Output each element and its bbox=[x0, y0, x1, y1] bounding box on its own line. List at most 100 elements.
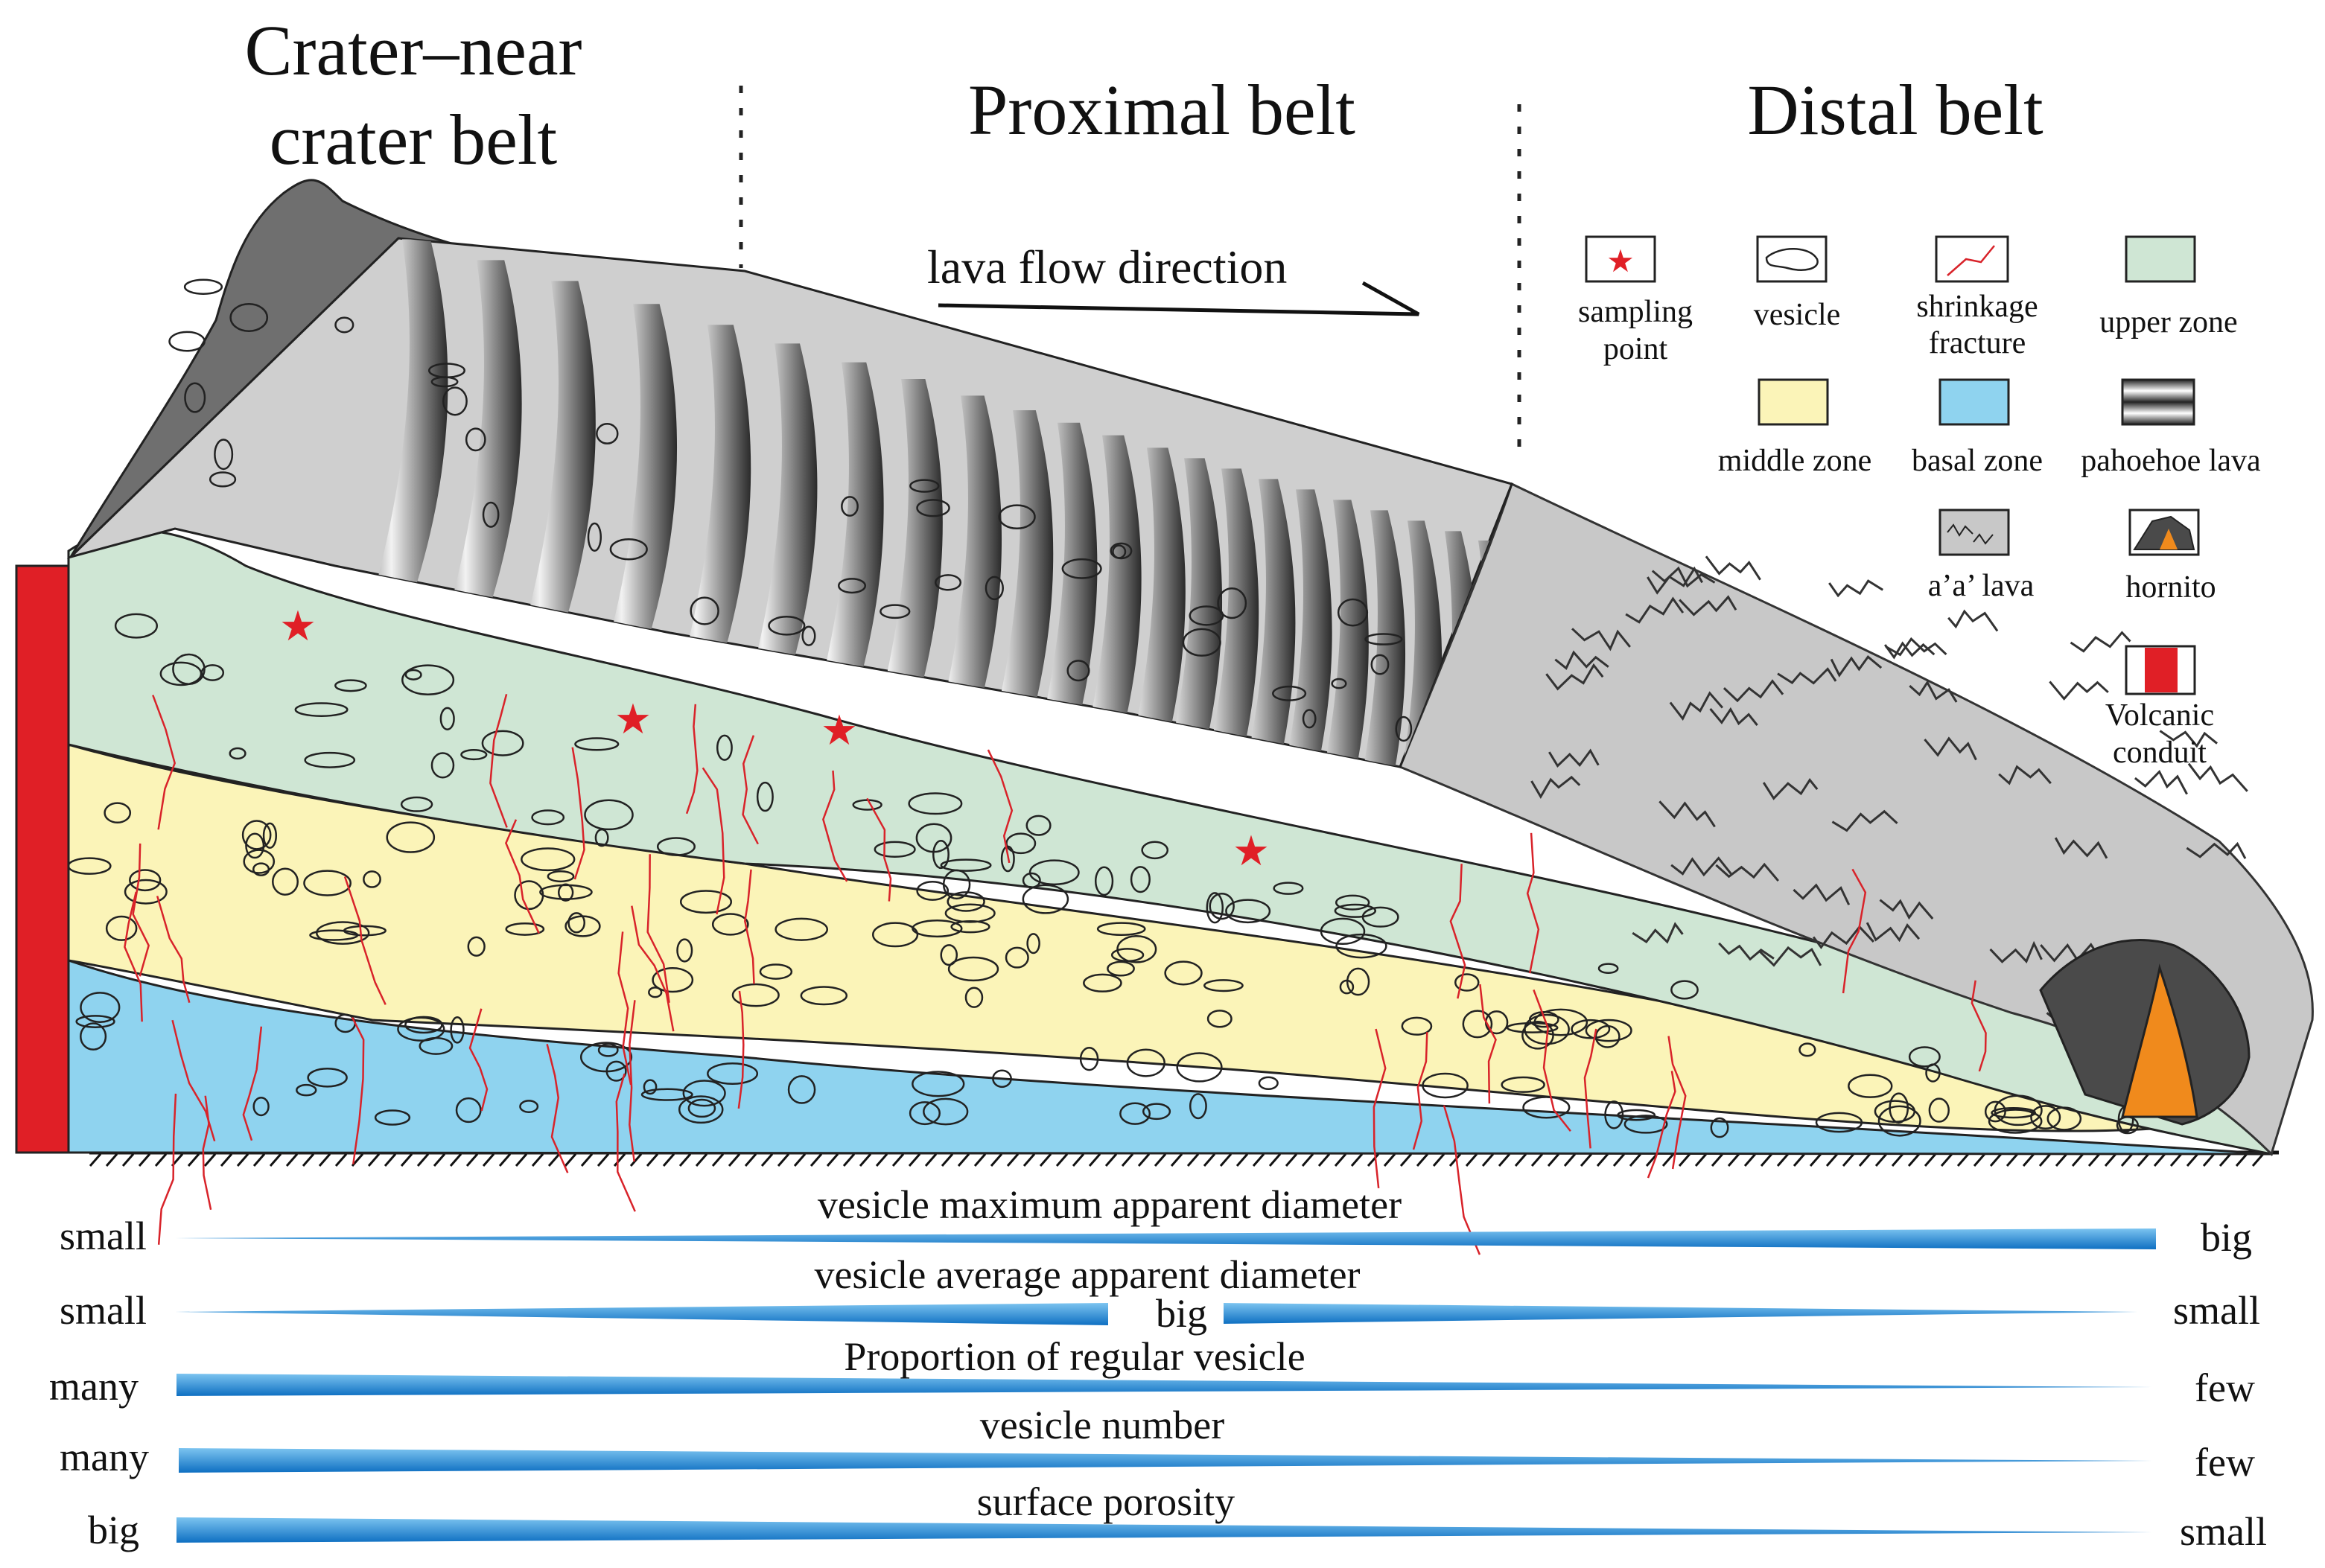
aa-jag bbox=[1828, 579, 1883, 598]
svg-text:★: ★ bbox=[821, 708, 858, 754]
fracture bbox=[1667, 1036, 1687, 1170]
vesicle bbox=[200, 664, 225, 681]
legend-hornito-icon bbox=[2133, 515, 2195, 550]
vesicle bbox=[209, 471, 237, 488]
pahoehoe-band bbox=[335, 239, 448, 716]
fracture bbox=[343, 876, 387, 1005]
vesicle bbox=[467, 936, 486, 957]
vesicle bbox=[912, 1071, 965, 1097]
aa-jag bbox=[1632, 922, 1684, 944]
vesicle bbox=[1025, 815, 1052, 836]
aa-jag bbox=[2054, 837, 2108, 859]
legend-aa-label: a’a’ lava bbox=[1928, 569, 2035, 603]
vesicle bbox=[1130, 866, 1151, 893]
vesicle bbox=[756, 781, 774, 812]
aa-jag bbox=[1670, 856, 1732, 877]
trend-5-title: surface porosity bbox=[977, 1479, 1235, 1524]
fracture bbox=[157, 1093, 177, 1245]
aa-jag bbox=[1758, 946, 1822, 967]
vesicle bbox=[1116, 934, 1157, 963]
vesicle bbox=[574, 737, 620, 751]
pahoehoe-band bbox=[894, 395, 1002, 767]
aa-jag bbox=[1679, 595, 1737, 616]
vesicle bbox=[241, 820, 272, 850]
vesicle bbox=[1984, 1100, 2006, 1123]
vesicle bbox=[1571, 1019, 1611, 1039]
vesicle bbox=[880, 604, 911, 619]
vesicle bbox=[787, 1075, 816, 1104]
vesicle bbox=[759, 963, 793, 980]
pahoehoe-band bbox=[1035, 435, 1142, 767]
sampling-points: ★ ★ ★ ★ bbox=[279, 604, 1270, 875]
vesicle bbox=[707, 1062, 759, 1085]
vesicle bbox=[678, 1095, 724, 1124]
aa-jag bbox=[2134, 769, 2188, 795]
vesicle bbox=[105, 915, 138, 941]
vesicle bbox=[521, 847, 576, 872]
vesicle bbox=[609, 538, 648, 561]
vesicle bbox=[1119, 1102, 1151, 1125]
aa-jag bbox=[1924, 736, 1977, 761]
fracture bbox=[615, 1073, 636, 1212]
title-distal: Distal belt bbox=[1747, 70, 2043, 150]
vesicle bbox=[334, 679, 367, 692]
trend-2-bar-left bbox=[175, 1303, 1108, 1325]
pahoehoe-band bbox=[1117, 458, 1223, 767]
fracture bbox=[1971, 980, 1987, 1072]
vesicle bbox=[252, 862, 270, 876]
vesicle bbox=[1022, 884, 1069, 914]
fracture bbox=[744, 869, 755, 984]
legend-middle-zone-swatch bbox=[1758, 378, 1829, 426]
fracture bbox=[505, 819, 540, 934]
vesicle bbox=[1258, 1076, 1279, 1091]
vesicle bbox=[909, 479, 940, 493]
pahoehoe-band bbox=[1080, 447, 1186, 767]
vesicle bbox=[652, 967, 694, 993]
legend-sampling-point-label-1: sampling bbox=[1578, 295, 1693, 329]
pahoehoe-band bbox=[1303, 510, 1406, 767]
legend-upper-zone-label: upper zone bbox=[2099, 305, 2237, 340]
vesicle bbox=[908, 792, 963, 815]
aa-jag bbox=[1883, 641, 1936, 660]
aa-jag bbox=[1793, 883, 1851, 905]
trend-1: vesicle maximum apparent diameter small … bbox=[60, 1182, 2252, 1260]
vesicle bbox=[184, 382, 206, 413]
trend-2: vesicle average apparent diameter small … bbox=[60, 1252, 2260, 1336]
aa-jag bbox=[1830, 654, 1883, 678]
aa-jag bbox=[1989, 940, 2043, 963]
fracture bbox=[617, 931, 632, 1086]
fracture bbox=[702, 767, 725, 915]
vesicle bbox=[482, 501, 500, 528]
vesicle bbox=[1094, 866, 1114, 896]
vesicle bbox=[947, 956, 999, 982]
aa-jag bbox=[1545, 663, 1604, 691]
vesicle bbox=[1096, 922, 1146, 936]
legend-pahoehoe-label: pahoehoe lava bbox=[2081, 444, 2261, 478]
vesicle bbox=[214, 439, 234, 471]
legend-fracture-label-2: fracture bbox=[1929, 326, 2026, 360]
trend-1-title: vesicle maximum apparent diameter bbox=[818, 1182, 1402, 1227]
vesicle bbox=[1206, 892, 1224, 924]
aa-jag bbox=[1554, 650, 1609, 670]
legend-basal-zone-swatch bbox=[1938, 378, 2010, 426]
vesicle bbox=[1189, 1093, 1207, 1120]
vesicle bbox=[1988, 1109, 2043, 1134]
legend-aa-icon bbox=[1947, 523, 1994, 545]
aa-jag bbox=[2159, 730, 2218, 748]
vesicle bbox=[687, 1098, 716, 1118]
vesicle bbox=[940, 944, 958, 966]
vesicle bbox=[272, 867, 299, 896]
vesicle bbox=[597, 1042, 619, 1057]
vesicle bbox=[252, 1096, 270, 1117]
flow-direction-label: lava flow direction bbox=[927, 240, 1287, 293]
legend-fracture-label-1: shrinkage bbox=[1916, 290, 2038, 324]
vesicle bbox=[947, 891, 985, 912]
vesicle bbox=[1848, 1074, 1893, 1098]
aa-jag bbox=[1909, 680, 1958, 703]
vesicle bbox=[1272, 685, 1307, 701]
fracture bbox=[1583, 1028, 1597, 1149]
vesicle bbox=[75, 1015, 115, 1028]
trend-2-middle-label: big bbox=[1156, 1291, 1207, 1336]
vesicle bbox=[1346, 967, 1370, 996]
vesicle bbox=[1141, 841, 1169, 860]
